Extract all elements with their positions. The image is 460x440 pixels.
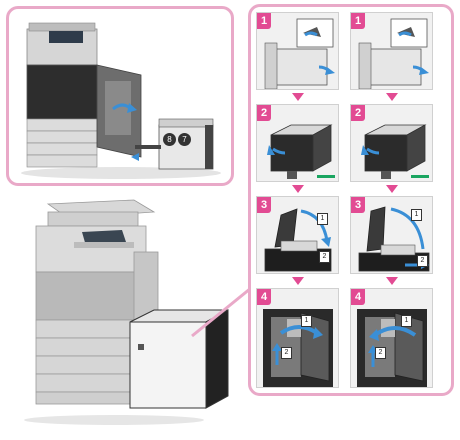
inset-callout-7: 7 <box>178 133 191 146</box>
callout-2: 2 <box>319 251 330 263</box>
callout-1: 1 <box>411 209 422 221</box>
step-3-right: 3 1 2 <box>350 196 433 274</box>
step-number-badge: 2 <box>351 105 365 121</box>
step-4-left: 4 1 2 <box>256 288 339 388</box>
callout-2: 2 <box>375 347 386 359</box>
step-1-left: 1 <box>256 12 339 90</box>
step-1-right: 1 <box>350 12 433 90</box>
step-arrow <box>386 93 398 101</box>
step-2-left: 2 <box>256 104 339 182</box>
step-number-badge: 4 <box>351 289 365 305</box>
inset-callout-8: 8 <box>163 133 176 146</box>
callout-2: 2 <box>281 347 292 359</box>
inset-frame: 8 7 <box>6 6 234 186</box>
printer-open-illustration <box>21 22 221 179</box>
step-3-left: 3 1 2 <box>256 196 339 274</box>
callout-2: 2 <box>417 255 428 267</box>
step-number-badge: 1 <box>351 13 365 29</box>
step-arrow <box>292 277 304 285</box>
step-4-right: 4 1 2 <box>350 288 433 388</box>
step-arrow <box>386 277 398 285</box>
step-2-right: 2 <box>350 104 433 182</box>
connector-line <box>191 282 257 338</box>
callout-1: 1 <box>301 315 312 327</box>
step-arrow <box>386 185 398 193</box>
step-arrow <box>292 185 304 193</box>
callout-1: 1 <box>317 213 328 225</box>
step-number-badge: 2 <box>257 105 271 121</box>
step-arrow <box>292 93 304 101</box>
step-number-badge: 4 <box>257 289 271 305</box>
step-number-badge: 1 <box>257 13 271 29</box>
main-printer-illustration <box>14 192 234 432</box>
step-number-badge: 3 <box>351 197 365 213</box>
callout-1: 1 <box>401 315 412 327</box>
step-number-badge: 3 <box>257 197 271 213</box>
